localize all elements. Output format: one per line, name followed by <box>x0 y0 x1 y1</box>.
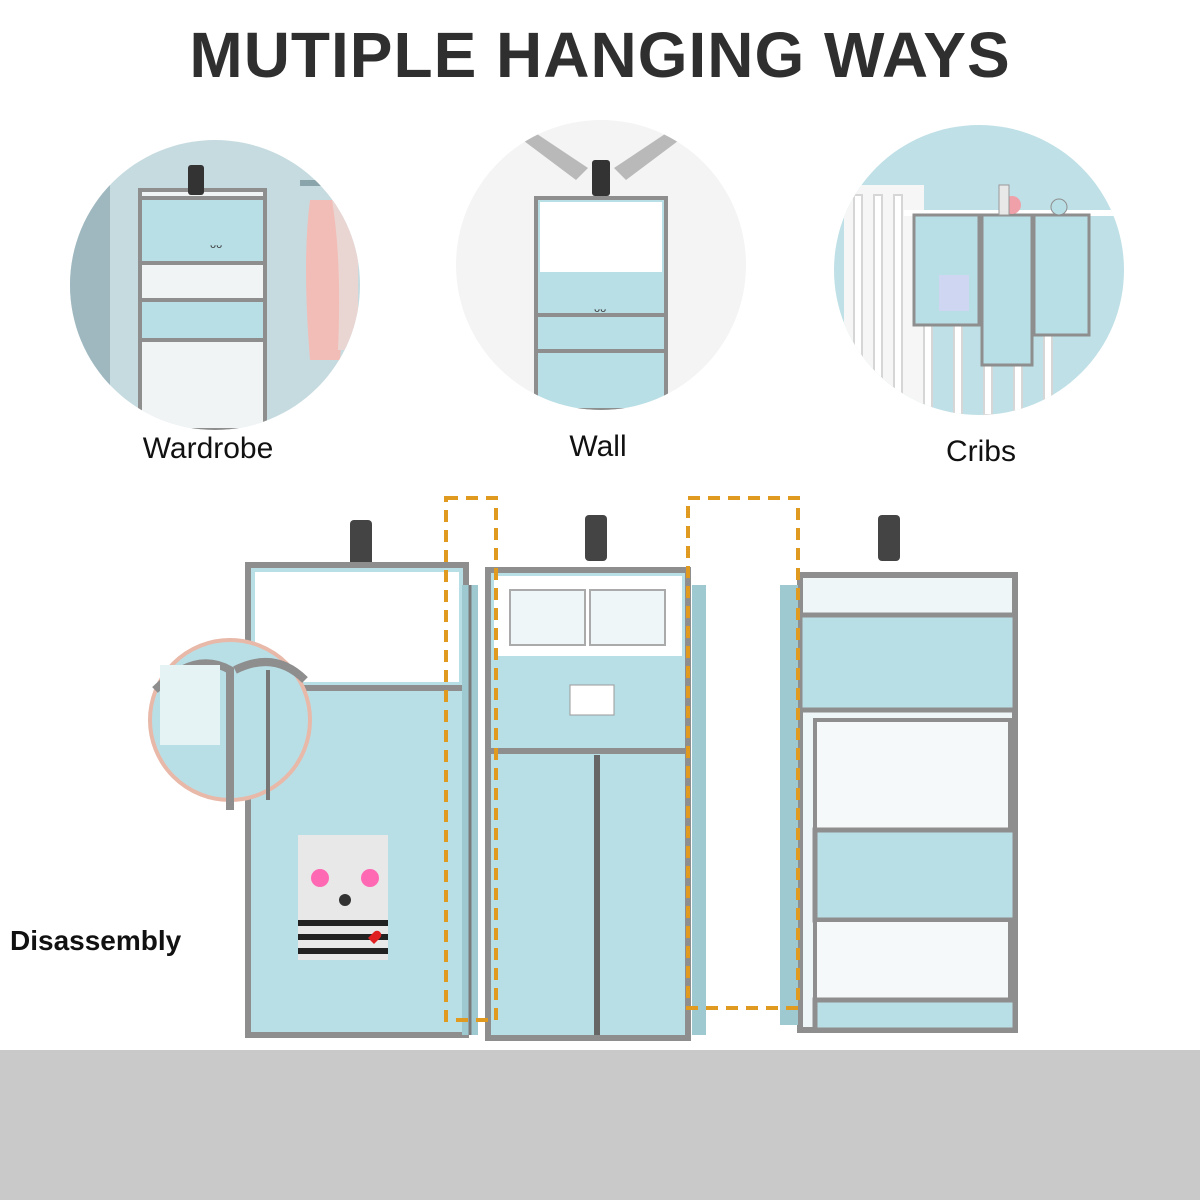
floor-background <box>0 1050 1200 1200</box>
right-organizer-section <box>780 515 1018 1033</box>
svg-text:ᴗᴗ: ᴗᴗ <box>210 240 222 251</box>
wardrobe-label: Wardrobe <box>142 432 274 465</box>
wall-circle-image: ᴗᴗ <box>456 120 746 410</box>
hanger-hook-left <box>350 520 372 566</box>
hanger-hook-right <box>878 515 900 561</box>
detach-indicator-right <box>686 496 800 1010</box>
disassembly-label: Disassembly <box>10 925 182 956</box>
wardrobe-circle-image: ᴗᴗ <box>70 140 360 430</box>
cribs-circle-image <box>834 125 1124 415</box>
hanger-hook-middle <box>585 515 607 561</box>
page-title: MUTIPLE HANGING WAYS <box>189 19 1011 91</box>
middle-organizer-section <box>485 515 706 1041</box>
zipper-detail-magnifier <box>148 638 312 810</box>
organizer-disassembly-illustration <box>148 496 1018 1041</box>
svg-text:ᴗᴗ: ᴗᴗ <box>594 304 606 315</box>
bear-patch <box>298 835 388 960</box>
wall-label: Wall <box>569 430 627 463</box>
detach-indicator-left <box>444 496 498 1022</box>
cribs-label: Cribs <box>945 435 1016 468</box>
